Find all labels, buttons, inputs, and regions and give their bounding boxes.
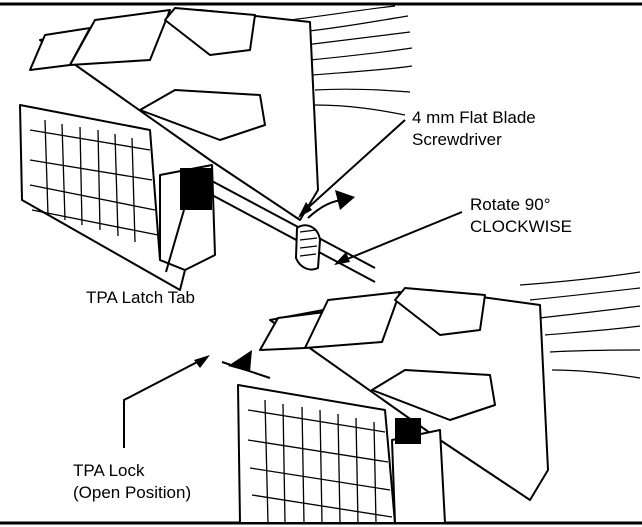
- tpa-lock-label-line1: TPA Lock: [73, 461, 145, 480]
- screwdriver-label-line1: 4 mm Flat Blade: [412, 108, 536, 127]
- rotate-label-line2: CLOCKWISE: [470, 217, 572, 236]
- latch-tab-leader-head: [182, 190, 194, 206]
- upper-latch: [164, 7, 256, 56]
- screwdriver: [209, 179, 376, 283]
- latch-tab-leader: [165, 195, 189, 273]
- upper-connector: [19, 5, 413, 291]
- lower-connector: [237, 271, 641, 524]
- rotate-label-line1: Rotate 90°: [470, 195, 551, 214]
- lower-rib-right: [371, 369, 496, 421]
- tpa-lock-leader-head: [194, 355, 210, 368]
- lower-wire-bundle: [519, 271, 641, 379]
- tpa-lock-label-line2: (Open Position): [73, 483, 191, 502]
- slide-direction-arrowhead: [228, 350, 252, 372]
- screwdriver-label-line2: Screwdriver: [412, 130, 502, 149]
- lower-front-face: [237, 384, 396, 524]
- lower-rib-mid: [304, 291, 401, 349]
- rotation-arrowhead: [335, 190, 355, 210]
- tpa-lock-leader: [123, 357, 206, 448]
- tpa-lock-shape: [395, 418, 421, 444]
- lower-terminal-grid: [247, 399, 393, 524]
- screwdriver-leader: [299, 119, 406, 216]
- rotate-leader-head: [334, 252, 350, 265]
- upper-terminal-grid: [29, 119, 159, 243]
- lower-latch: [394, 287, 486, 336]
- upper-rib-right: [139, 89, 266, 141]
- upper-rib-mid: [69, 9, 171, 66]
- upper-wire-bundle: [289, 5, 413, 116]
- screwdriver-leader-head: [298, 202, 312, 218]
- latch-tab-label: TPA Latch Tab: [86, 288, 195, 307]
- rotate-leader: [339, 211, 463, 263]
- lower-side-face: [391, 429, 446, 524]
